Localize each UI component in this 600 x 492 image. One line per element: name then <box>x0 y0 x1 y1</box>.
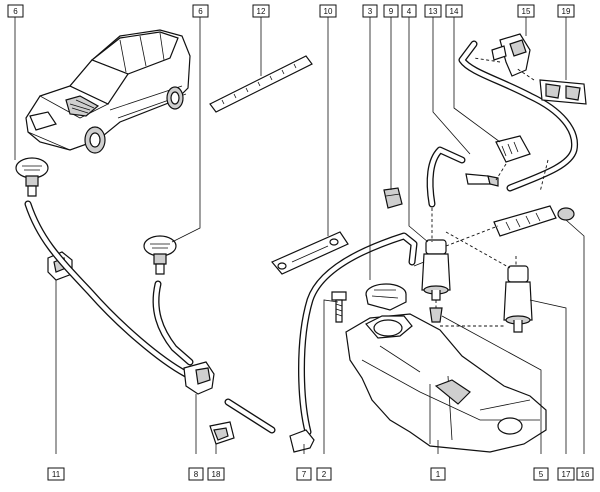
callout-text: 8 <box>194 470 199 479</box>
t-piece <box>183 361 215 395</box>
tank-cap <box>365 283 407 311</box>
callout-13: 13 <box>424 4 442 18</box>
callout-17: 17 <box>557 467 575 481</box>
level-sensor <box>493 205 575 237</box>
callout-12: 12 <box>252 4 270 18</box>
callout-text: 4 <box>407 7 412 16</box>
hose-center <box>298 232 418 436</box>
callout-text: 11 <box>52 470 61 479</box>
multi-connector <box>539 79 587 105</box>
callout-1: 1 <box>430 467 446 481</box>
second-pump <box>503 265 533 333</box>
hose-nozzle-lower <box>152 280 194 366</box>
callout-text: 9 <box>389 7 394 16</box>
callout-text: 5 <box>539 470 544 479</box>
callout-text: 17 <box>562 470 571 479</box>
callout-text: 6 <box>13 7 18 16</box>
callout-2: 2 <box>316 467 332 481</box>
callout-text: 7 <box>302 470 307 479</box>
callout-15: 15 <box>517 4 535 18</box>
callout-6-top: 6 <box>192 4 209 18</box>
callout-text: 6 <box>198 7 203 16</box>
callout-text: 14 <box>450 7 459 16</box>
callout-5: 5 <box>533 467 549 481</box>
callout-9: 9 <box>383 4 399 18</box>
callout-10: 10 <box>319 4 337 18</box>
callout-16: 16 <box>576 467 594 481</box>
callout-19: 19 <box>557 4 575 18</box>
electrical-connector <box>495 135 531 163</box>
clamp <box>209 421 235 445</box>
callout-4: 4 <box>401 4 417 18</box>
callout-text: 3 <box>368 7 373 16</box>
callout-text: 2 <box>322 470 327 479</box>
callout-text: 1 <box>436 470 441 479</box>
car-illustration <box>25 29 191 154</box>
callout-11: 11 <box>47 467 65 481</box>
pump-grommet <box>429 307 443 323</box>
callout-3: 3 <box>362 4 378 18</box>
callout-labels: 6 6 12 10 3 9 4 13 <box>7 4 594 481</box>
callout-18: 18 <box>207 467 225 481</box>
callout-7: 7 <box>296 467 312 481</box>
small-cap <box>383 187 403 209</box>
callout-text: 16 <box>581 470 590 479</box>
washer-pump <box>413 239 451 301</box>
elbow-fitting <box>289 429 315 453</box>
callout-text: 10 <box>324 7 333 16</box>
fixing-screw <box>331 291 347 323</box>
washer-nozzle-lower <box>143 235 177 275</box>
leader-lines <box>14 16 585 454</box>
hose-upper-right <box>426 40 579 208</box>
callout-14: 14 <box>445 4 463 18</box>
callout-text: 18 <box>212 470 221 479</box>
mounting-bracket <box>271 231 349 275</box>
callout-text: 15 <box>522 7 531 16</box>
hose-section-12 <box>209 55 313 113</box>
hose-main-left <box>24 200 190 378</box>
assembly-lines <box>431 57 549 327</box>
washer-nozzle-upper <box>15 157 49 197</box>
hose-connector <box>465 173 499 187</box>
callout-text: 19 <box>562 7 571 16</box>
hose-short-bottom <box>224 398 276 434</box>
callout-text: 12 <box>257 7 266 16</box>
callout-8: 8 <box>188 467 204 481</box>
callout-6-top-left: 6 <box>7 4 24 18</box>
washer-tank <box>345 313 547 453</box>
elbow-connector <box>491 33 531 77</box>
callout-text: 13 <box>429 7 438 16</box>
